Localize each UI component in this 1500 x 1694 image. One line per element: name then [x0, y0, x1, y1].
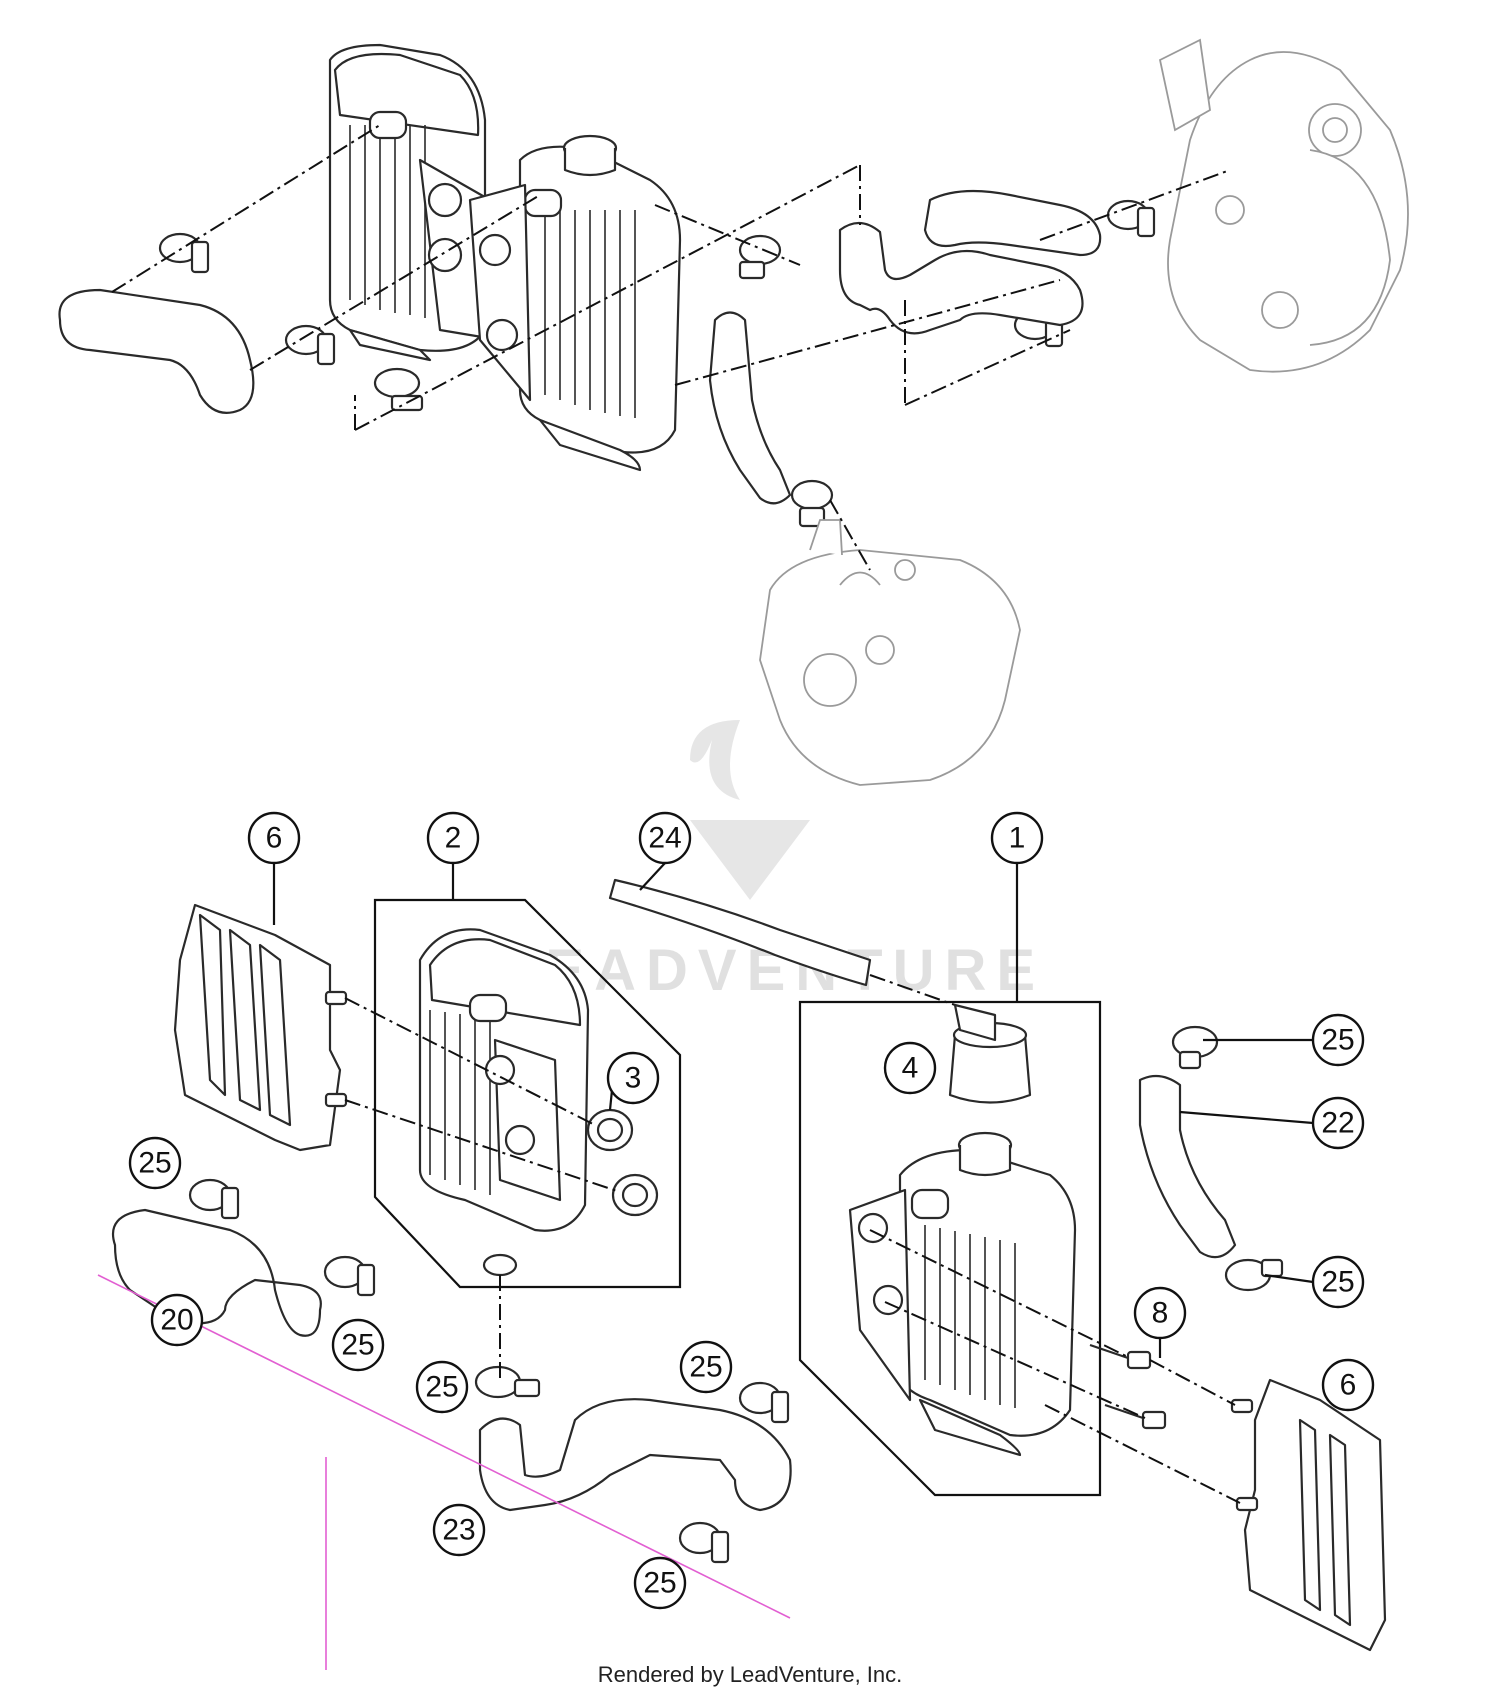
- callout-25-right-lower[interactable]: 25: [1311, 1255, 1365, 1309]
- overview-pump-housing: [1158, 38, 1409, 373]
- callout-label: 24: [648, 822, 681, 855]
- overview-hose-right: [838, 221, 1084, 335]
- callout-25-center[interactable]: 25: [415, 1360, 469, 1414]
- reference-lines: [97, 1274, 791, 1670]
- callout-label: 25: [138, 1147, 171, 1180]
- callout-25-mid-right[interactable]: 25: [679, 1340, 733, 1394]
- callout-label: 4: [902, 1052, 919, 1085]
- watermark-logo: LEADVENTURE: [500, 720, 1035, 1003]
- overview-connection-lines: [111, 124, 1231, 571]
- radiator-left: [418, 928, 590, 1277]
- hose-23: [478, 1398, 792, 1512]
- hose-clamps: [188, 1025, 1284, 1564]
- callout-label: 25: [1321, 1266, 1354, 1299]
- callout-label: 25: [643, 1567, 676, 1600]
- callout-label: 1: [1009, 822, 1026, 855]
- leader-lines: [272, 862, 1314, 1358]
- callout-4[interactable]: 4: [883, 1041, 937, 1095]
- callout-label: 6: [266, 822, 283, 855]
- callout-25-left[interactable]: 25: [128, 1136, 182, 1190]
- overflow-hose: [608, 878, 872, 987]
- callout-6-right[interactable]: 6: [1321, 1358, 1375, 1412]
- callout-label: 25: [425, 1371, 458, 1404]
- footer-credit: Rendered by LeadVenture, Inc.: [597, 1662, 903, 1687]
- callout-label: 25: [689, 1351, 722, 1384]
- callout-label: 25: [1321, 1024, 1354, 1057]
- radiator-right: [848, 1131, 1077, 1457]
- radiator-cap: [948, 1003, 1032, 1104]
- overview-hose-center: [708, 311, 792, 505]
- overview-clamps: [158, 199, 1156, 528]
- callout-1[interactable]: 1: [990, 811, 1044, 865]
- callout-22[interactable]: 22: [1311, 1096, 1365, 1150]
- callout-label: 20: [160, 1304, 193, 1337]
- hose-20: [112, 1208, 322, 1337]
- overview-cylinder-head: [759, 519, 1021, 786]
- callout-3[interactable]: 3: [606, 1051, 660, 1105]
- callout-label: 8: [1152, 1297, 1169, 1330]
- hose-22: [1138, 1074, 1237, 1259]
- overview-right-radiator: [468, 134, 682, 472]
- callout-25-top-right[interactable]: 25: [1311, 1013, 1365, 1067]
- mounting-bolts: [1089, 1343, 1167, 1430]
- callout-25-bottom[interactable]: 25: [633, 1556, 687, 1610]
- callout-label: 3: [625, 1062, 642, 1095]
- callout-label: 6: [1340, 1369, 1357, 1402]
- callout-6-left[interactable]: 6: [247, 811, 301, 865]
- part2-box: [373, 898, 682, 1289]
- callout-label: 25: [341, 1329, 374, 1362]
- assembly-overview: [58, 38, 1409, 786]
- callout-20[interactable]: 20: [150, 1293, 204, 1347]
- callout-24[interactable]: 24: [638, 811, 692, 865]
- callout-label: 22: [1321, 1107, 1354, 1140]
- radiator-guard-left: [173, 903, 348, 1152]
- radiator-guard-right: [1230, 1378, 1387, 1652]
- overview-left-radiator: [328, 43, 502, 362]
- overview-hose-left: [58, 288, 255, 414]
- callout-label: 2: [445, 822, 462, 855]
- part1-box: [798, 1000, 1102, 1497]
- callout-8[interactable]: 8: [1133, 1286, 1187, 1340]
- exploded-connection-lines: [344, 997, 1241, 1504]
- callout-23[interactable]: 23: [432, 1503, 486, 1557]
- callout-label: 23: [442, 1514, 475, 1547]
- grommets: [586, 1108, 659, 1217]
- callout-2[interactable]: 2: [426, 811, 480, 865]
- callout-25-mid-left[interactable]: 25: [331, 1318, 385, 1372]
